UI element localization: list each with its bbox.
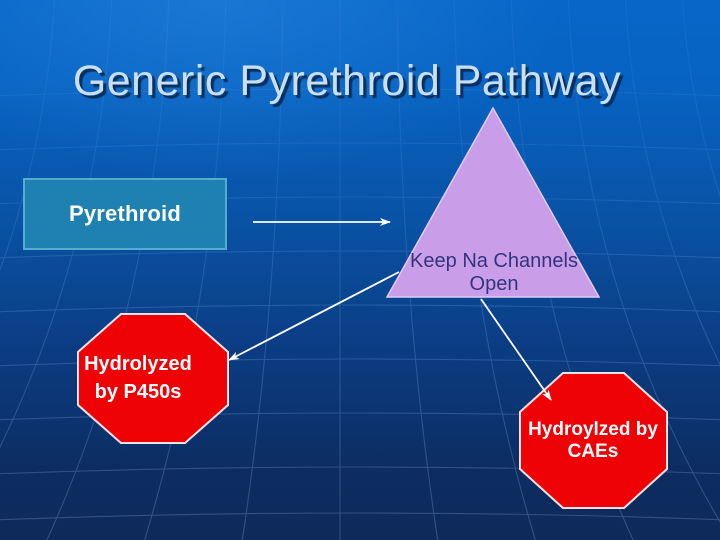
na-channels-triangle-shape <box>385 106 601 298</box>
p450-label-line1: Hydrolyzed <box>84 353 192 375</box>
p450-label: Hydrolyzed by P450s <box>57 350 219 406</box>
pyrethroid-label: Pyrethroid <box>68 201 182 226</box>
caes-octagon-shape <box>519 372 668 509</box>
caes-label: Hydroylzed by CAEs <box>513 419 673 463</box>
slide-title: Generic Pyrethroid Pathway <box>72 57 622 105</box>
p450-label-line2: by P450s <box>94 381 182 403</box>
caes-label-line2: CAEs <box>567 441 619 462</box>
pyrethroid-node: Pyrethroid <box>23 178 227 250</box>
na-channels-label: Keep Na Channels Open <box>383 250 605 296</box>
na-channels-label-line1: Keep Na Channels <box>410 250 578 272</box>
arrow-triangle-to-caes <box>480 298 552 401</box>
na-channels-label-line2: Open <box>469 273 519 295</box>
p450-octagon-shape <box>77 313 229 444</box>
arrow-triangle-to-p450 <box>228 271 400 361</box>
caes-label-line1: Hydroylzed by <box>528 419 658 440</box>
